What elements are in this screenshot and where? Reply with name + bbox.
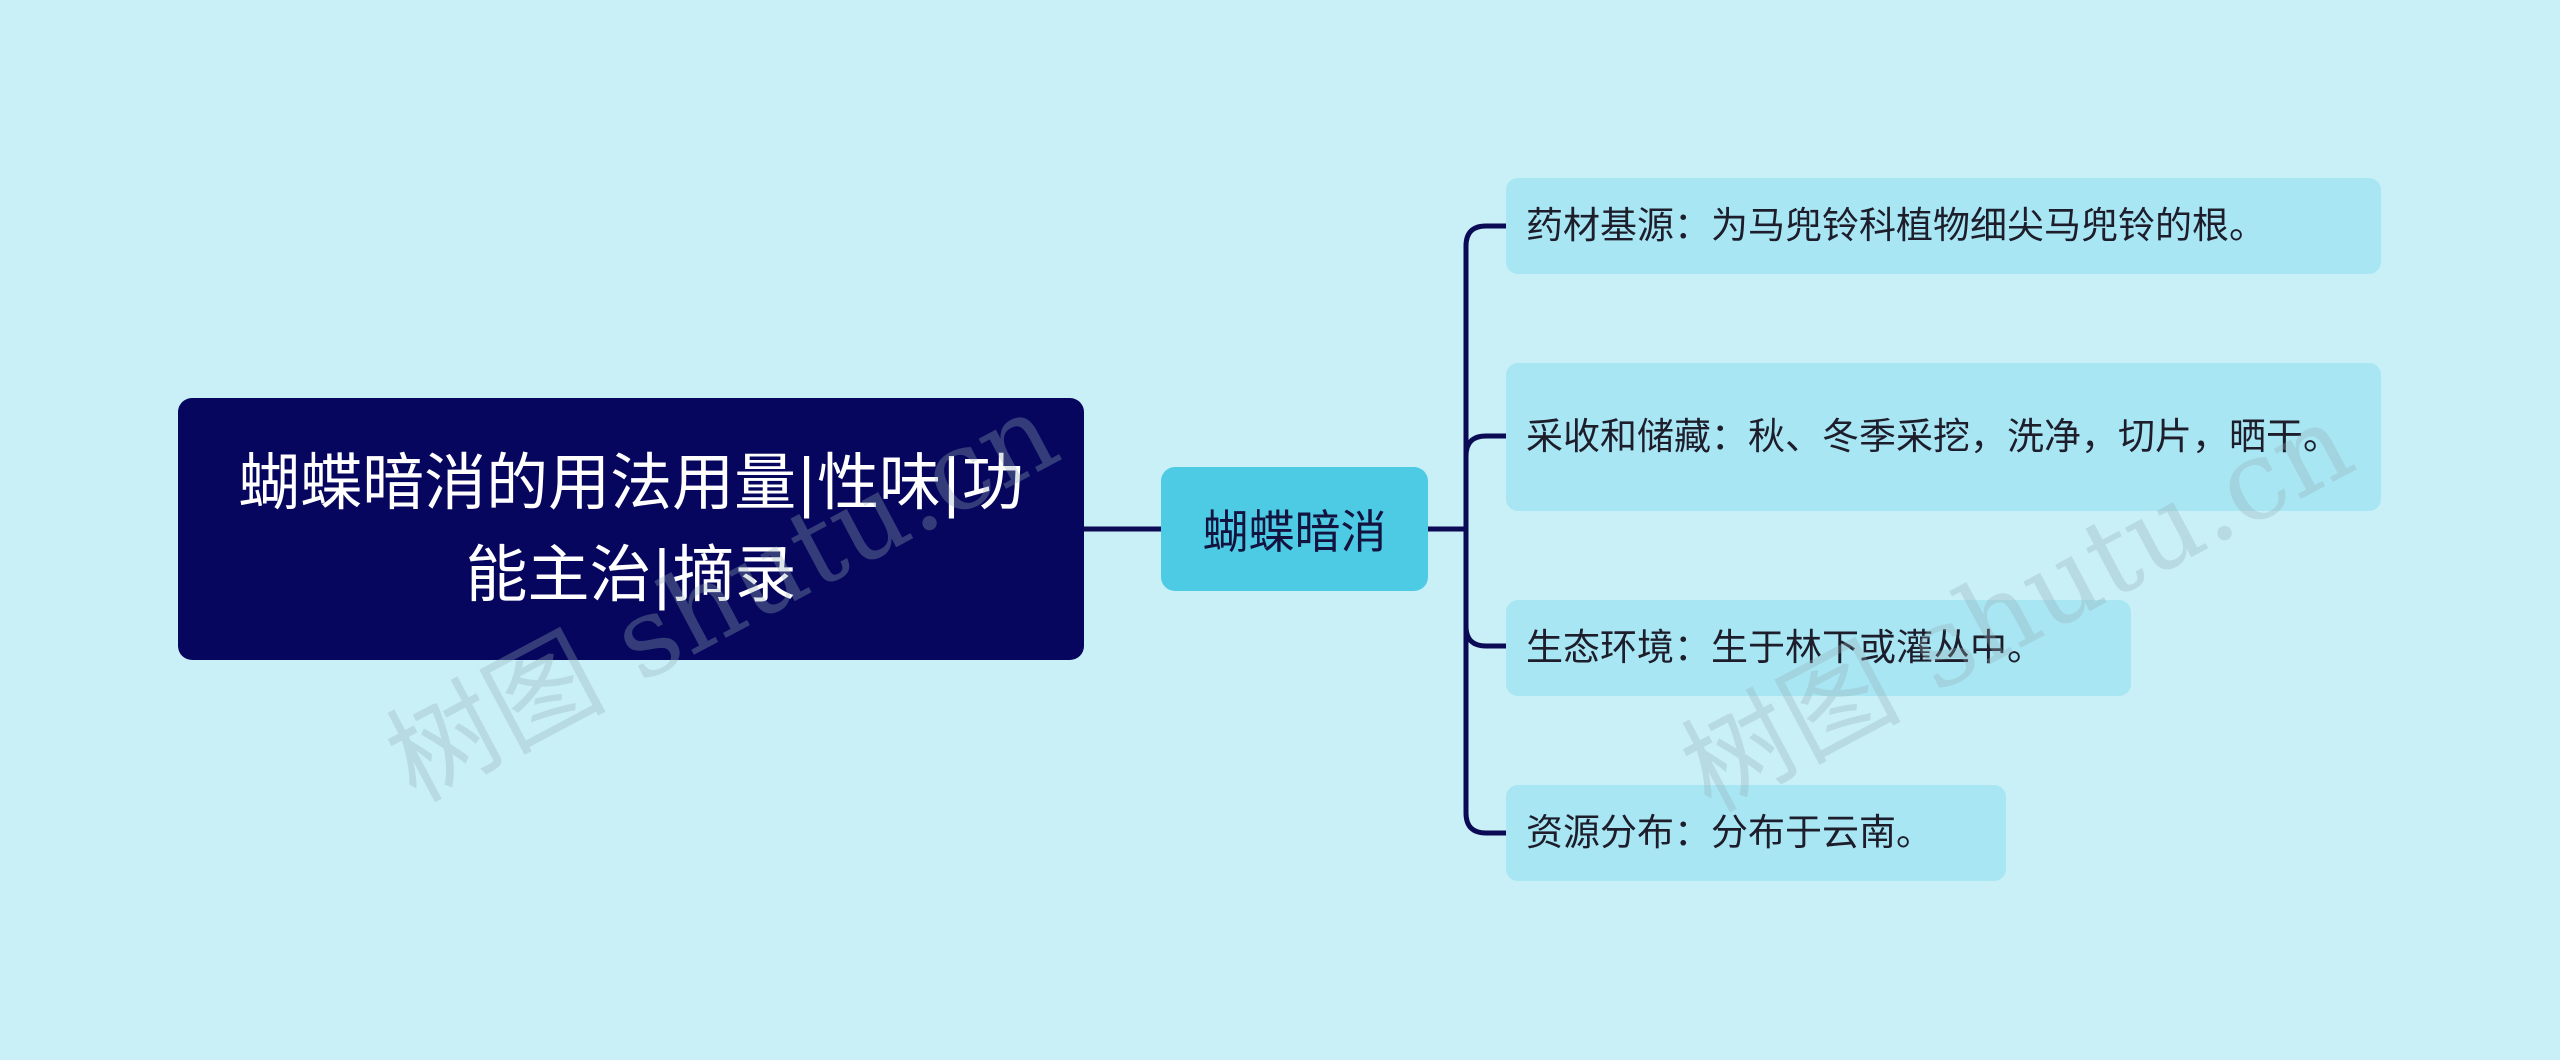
branch-node-harvest[interactable]: 采收和储藏：秋、冬季采挖，洗净，切片，晒干。 [1506,363,2381,511]
branch-node-distribution[interactable]: 资源分布：分布于云南。 [1506,785,2006,881]
connector-trunk [1463,223,1509,836]
central-topic-label: 蝴蝶暗消 [1202,505,1387,559]
branch-label-source: 药材基源：为马兜铃科植物细尖马兜铃的根。 [1526,204,2266,247]
branch-node-habitat[interactable]: 生态环境：生于林下或灌丛中。 [1506,600,2131,696]
branch-label-distribution: 资源分布：分布于云南。 [1526,811,1933,854]
central-topic-node[interactable]: 蝴蝶暗消 [1161,467,1428,591]
root-topic-label: 蝴蝶暗消的用法用量|性味|功能主治|摘录 [238,446,1024,611]
branch-label-habitat: 生态环境：生于林下或灌丛中。 [1526,626,2044,669]
branch-node-source[interactable]: 药材基源：为马兜铃科植物细尖马兜铃的根。 [1506,178,2381,274]
branch-label-harvest: 采收和储藏：秋、冬季采挖，洗净，切片，晒干。 [1526,415,2340,458]
root-topic-node[interactable]: 蝴蝶暗消的用法用量|性味|功能主治|摘录 [178,398,1084,660]
connector-branch-3 [1463,623,1509,649]
connector-branch-2 [1463,433,1509,459]
